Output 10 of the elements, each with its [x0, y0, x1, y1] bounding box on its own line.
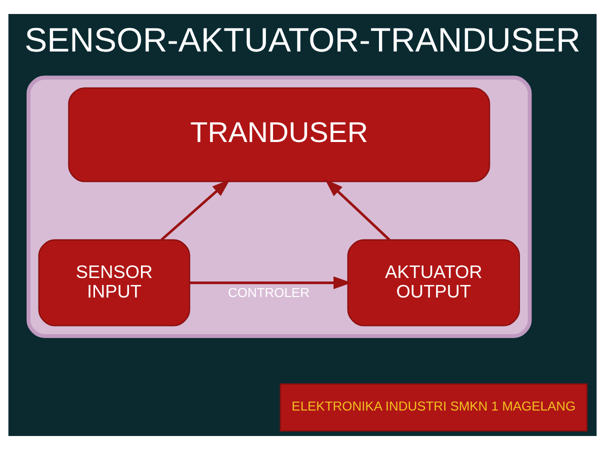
arrow — [324, 179, 390, 241]
arrow — [190, 276, 352, 290]
label: ELEKTRONIKA INDUSTRI SMKN 1 MAGELANG — [292, 398, 576, 414]
node-box: AKTUATOR OUTPUT — [347, 239, 520, 326]
node-box: SENSOR INPUT — [38, 239, 190, 326]
diagram-title: SENSOR-AKTUATOR-TRANDUSER — [24, 21, 580, 60]
node-box: TRANDUSER — [68, 87, 490, 182]
cluster — [26, 76, 532, 338]
edge-label: CONTROLER — [228, 285, 310, 300]
arrow — [160, 179, 230, 241]
